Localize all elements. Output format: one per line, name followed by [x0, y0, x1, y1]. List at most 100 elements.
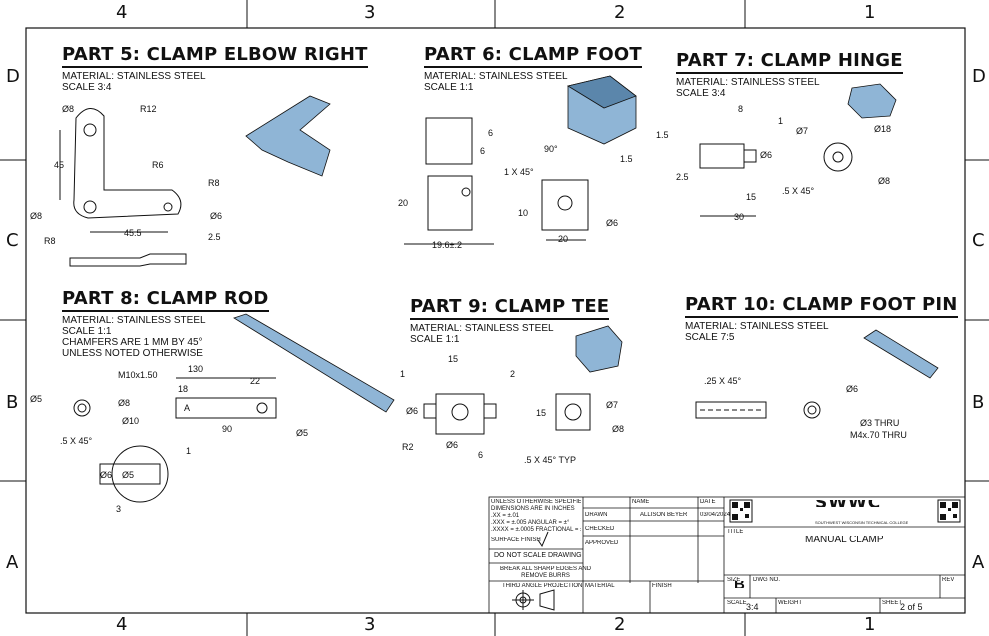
zone-top-1: 1 — [864, 2, 876, 23]
p8-dimension-label: A — [184, 403, 191, 413]
sheet-label: SHEET — [882, 600, 903, 606]
part-7-iso — [847, 83, 897, 119]
part-10-iso — [863, 329, 939, 379]
part-10-title: PART 10: CLAMP FOOT PIN — [685, 294, 958, 318]
part-7-scale: SCALE 3:4 — [676, 88, 726, 99]
part-5-title: PART 5: CLAMP ELBOW RIGHT — [62, 44, 368, 68]
part-10-front-view — [695, 401, 767, 419]
qr-code-left — [729, 499, 753, 523]
p9-dimension-label: 15 — [536, 408, 547, 418]
zone-bottom-1: 1 — [864, 614, 876, 635]
part-5-scale: SCALE 3:4 — [62, 82, 112, 93]
p7-dimension-label: 15 — [746, 192, 757, 202]
p6-dimension-label: 20 — [558, 234, 569, 244]
zone-bottom-3: 3 — [364, 614, 376, 635]
p5-dimension-label: Ø6 — [210, 211, 223, 221]
zone-top-2: 2 — [614, 2, 626, 23]
p6-dimension-label: 6 — [480, 146, 486, 156]
p5-dimension-label: 45 — [54, 160, 65, 170]
p10-dimension-label: Ø3 THRU — [860, 418, 900, 428]
p8-dimension-label: 18 — [178, 384, 189, 394]
part-9-side-view — [555, 393, 591, 431]
p8-dimension-label: Ø6 — [100, 470, 113, 480]
dwg-no-label: DWG NO. — [753, 577, 780, 583]
name-header: NAME — [632, 499, 650, 505]
zone-right-a: A — [972, 552, 985, 573]
part-9-header: PART 9: CLAMP TEE MATERIAL: STAINLESS ST… — [410, 296, 610, 345]
p7-dimension-label: 1 — [778, 116, 784, 126]
part-6-top-view — [425, 117, 473, 165]
p9-dimension-label: Ø8 — [612, 424, 625, 434]
part-5-elbow-view — [73, 108, 182, 219]
part-6-title: PART 6: CLAMP FOOT — [424, 44, 642, 68]
p9-dimension-label: 15 — [448, 354, 459, 364]
material-label: MATERIAL — [585, 583, 615, 589]
rev-label: REV — [942, 577, 955, 583]
part-8-material: MATERIAL: STAINLESS STEEL — [62, 315, 206, 326]
zone-top-3: 3 — [364, 2, 376, 23]
part-8-header: PART 8: CLAMP ROD MATERIAL: STAINLESS ST… — [62, 288, 269, 359]
part-5-material: MATERIAL: STAINLESS STEEL — [62, 71, 206, 82]
p6-dimension-label: 19.6±.2 — [432, 240, 462, 250]
drawn-label: DRAWN — [585, 512, 608, 518]
part-6-side-view — [541, 179, 589, 231]
checked-label: CHECKED — [585, 526, 615, 532]
zone-left-d: D — [6, 66, 20, 87]
weight-label: WEIGHT — [778, 600, 802, 606]
size-label: SIZE — [727, 577, 741, 583]
part-8-chamfer-note: CHAMFERS ARE 1 MM BY 45° — [62, 337, 203, 348]
p9-dimension-label: 6 — [478, 450, 484, 460]
p9-dimension-label: Ø6 — [406, 406, 419, 416]
part-9-scale: SCALE 1:1 — [410, 334, 460, 345]
p8-dimension-label: 3 — [116, 504, 122, 514]
p9-dimension-label: 2 — [510, 369, 516, 379]
part-10-end-view — [803, 401, 821, 419]
p8-dimension-label: Ø5 — [122, 470, 135, 480]
p7-dimension-label: Ø8 — [878, 176, 891, 186]
p6-dimension-label: 6 — [488, 128, 494, 138]
p7-dimension-label: Ø7 — [796, 126, 809, 136]
p10-dimension-label: .25 X 45° — [704, 376, 742, 386]
part-6-material: MATERIAL: STAINLESS STEEL — [424, 71, 568, 82]
p7-dimension-label: 8 — [738, 104, 744, 114]
part-5-hole-right — [163, 202, 173, 212]
p8-dimension-label: 22 — [250, 376, 261, 386]
p9-dimension-label: Ø6 — [446, 440, 459, 450]
zone-bottom-2: 2 — [614, 614, 626, 635]
swwc-logo: SWWC — [815, 500, 881, 507]
third-angle-label: THIRD ANGLE PROJECTION — [502, 583, 583, 589]
scale-value: 3:4 — [746, 602, 759, 612]
zone-left-a: A — [6, 552, 19, 573]
qr-code-right — [937, 499, 961, 523]
do-not-scale-label: DO NOT SCALE DRAWING — [494, 552, 582, 559]
part-6-header: PART 6: CLAMP FOOT MATERIAL: STAINLESS S… — [424, 44, 642, 93]
zone-bottom-4: 4 — [116, 614, 128, 635]
p6-dimension-label: 20 — [398, 198, 409, 208]
p5-dimension-label: Ø8 — [30, 211, 43, 221]
p7-dimension-label: 30 — [734, 212, 745, 222]
p8-dimension-label: Ø10 — [122, 416, 140, 426]
part-7-title: PART 7: CLAMP HINGE — [676, 50, 903, 74]
drawn-name: ALLISON BEYER — [640, 512, 688, 518]
part-9-title: PART 9: CLAMP TEE — [410, 296, 610, 320]
p6-dimension-label: 10 — [518, 208, 529, 218]
logo-subtitle: SOUTHWEST WISCONSIN TECHNICAL COLLEGE — [815, 520, 909, 525]
zone-right-c: C — [972, 230, 985, 251]
p9-dimension-label: Ø7 — [606, 400, 619, 410]
part-10-material: MATERIAL: STAINLESS STEEL — [685, 321, 829, 332]
part-8-scale: SCALE 1:1 — [62, 326, 112, 337]
p10-dimension-label: Ø6 — [846, 384, 859, 394]
part-5-header: PART 5: CLAMP ELBOW RIGHT MATERIAL: STAI… — [62, 44, 368, 93]
surface-finish-icon — [537, 531, 549, 548]
finish-label: FINISH — [652, 583, 672, 589]
surface-finish-label: SURFACE FINISH — [491, 537, 541, 543]
sheet-value: 2 of 5 — [900, 602, 923, 612]
part-5-hole-bottom — [83, 200, 97, 214]
p5-dimension-label: 45.5 — [124, 228, 142, 238]
part-8-chamfer-note-2: UNLESS NOTED OTHERWISE — [62, 348, 203, 359]
p5-dimension-label: R8 — [208, 178, 220, 188]
part-10-header: PART 10: CLAMP FOOT PIN MATERIAL: STAINL… — [685, 294, 958, 343]
part-5-side-view — [69, 253, 187, 267]
p7-dimension-label: .5 X 45° — [782, 186, 815, 196]
